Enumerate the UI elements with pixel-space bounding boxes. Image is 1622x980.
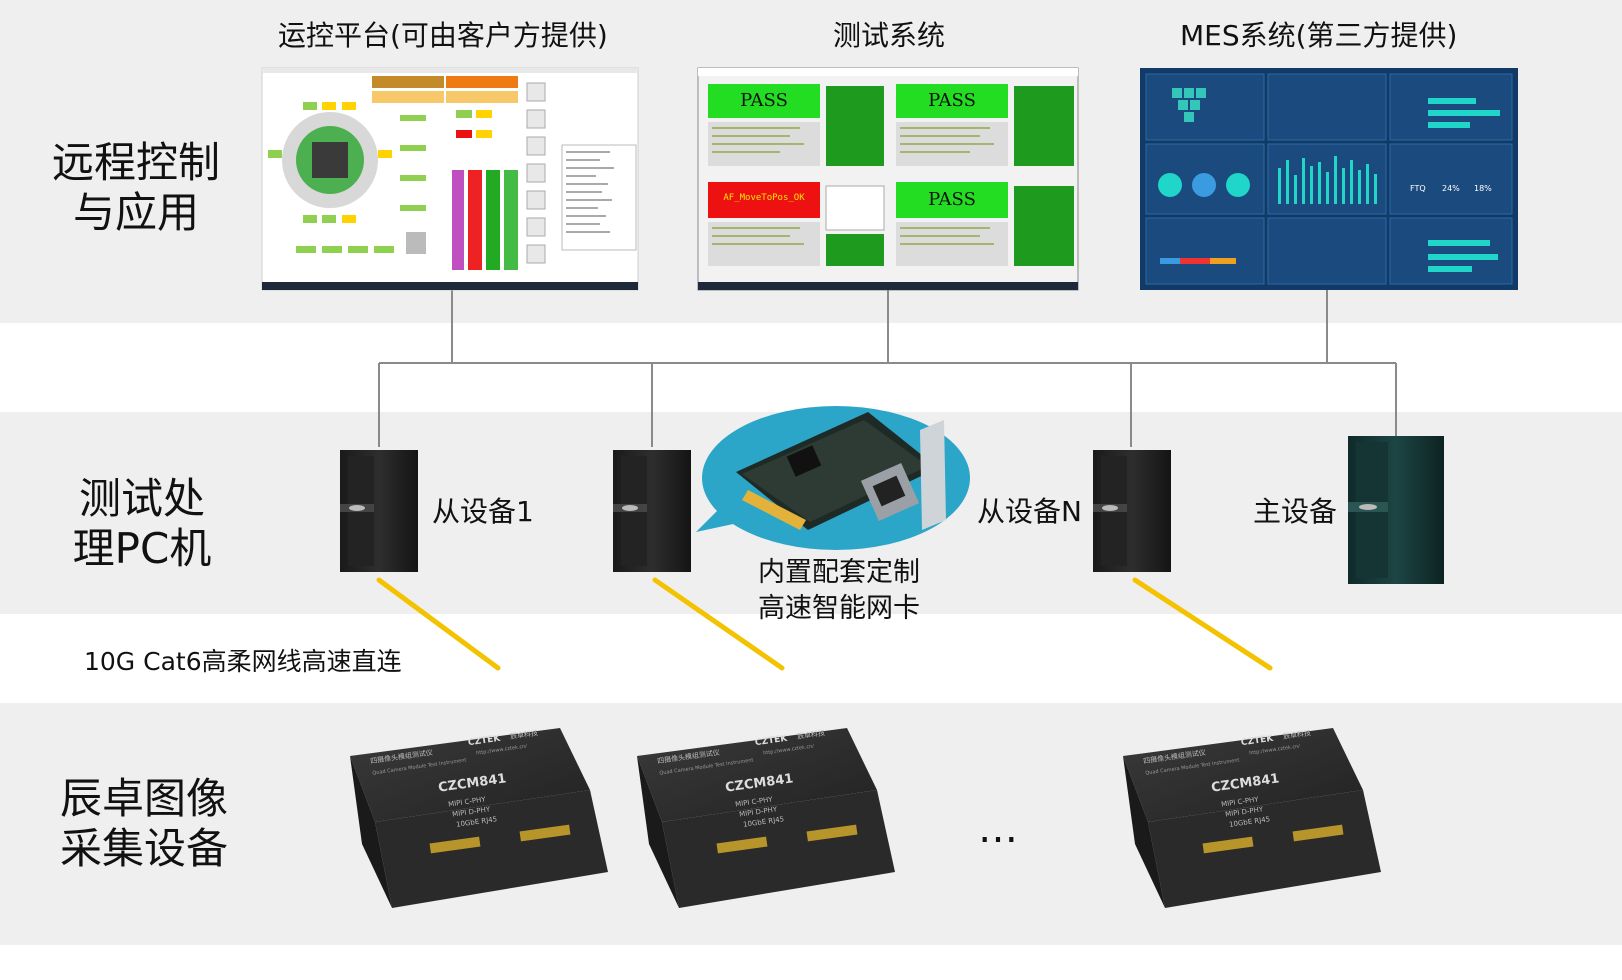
capture-device-1 — [350, 728, 608, 908]
screen-ops-title: 运控平台(可由客户方提供) — [278, 19, 608, 52]
test-fail-status: AF_MoveToPos_OK — [723, 193, 805, 203]
section-capture-line1: 辰卓图像 — [59, 774, 228, 823]
section-capture-title: 辰卓图像 采集设备 — [44, 774, 244, 874]
mes-fail-rate: 24% — [1442, 184, 1460, 193]
section-remote-line1: 远程控制 — [51, 138, 220, 187]
section-pc-title: 测试处 理PC机 — [42, 474, 242, 574]
label-cable: 10G Cat6高柔网线高速直连 — [84, 647, 402, 676]
network-lines — [378, 290, 1397, 447]
pc-slave-2 — [613, 450, 691, 572]
cables — [376, 577, 1273, 671]
label-slave-1: 从设备1 — [432, 495, 534, 528]
nic-bubble — [696, 406, 970, 550]
label-master: 主设备 — [1253, 495, 1338, 528]
section-capture-line2: 采集设备 — [59, 824, 228, 873]
screen-ops-platform — [261, 67, 639, 291]
pc-slave-n — [1093, 450, 1171, 572]
screen-test-system — [697, 67, 1079, 291]
section-remote-line2: 与应用 — [72, 188, 199, 237]
label-slave-n: 从设备N — [977, 495, 1082, 528]
mes-pass-rate: 18% — [1474, 184, 1492, 193]
label-nic-line2: 高速智能网卡 — [758, 593, 920, 624]
pc-slave-1 — [340, 450, 418, 572]
section-pc-line1: 测试处 — [78, 474, 205, 523]
screen-mes-title: MES系统(第三方提供) — [1180, 19, 1458, 52]
test-pass-2: PASS — [928, 90, 976, 111]
test-pass-1: PASS — [740, 90, 788, 111]
label-nic-line1: 内置配套定制 — [758, 557, 920, 588]
test-pass-3: PASS — [928, 189, 976, 210]
pc-master — [1348, 436, 1444, 584]
ellipsis: … — [978, 806, 1018, 852]
screen-test-title: 测试系统 — [833, 19, 946, 52]
screen-mes — [1140, 68, 1518, 290]
capture-device-3 — [1123, 728, 1381, 908]
mes-ftq-label: FTQ — [1410, 184, 1426, 193]
section-pc-line2: 理PC机 — [72, 524, 212, 573]
section-remote-title: 远程控制 与应用 — [36, 138, 236, 238]
capture-device-2 — [637, 728, 895, 908]
